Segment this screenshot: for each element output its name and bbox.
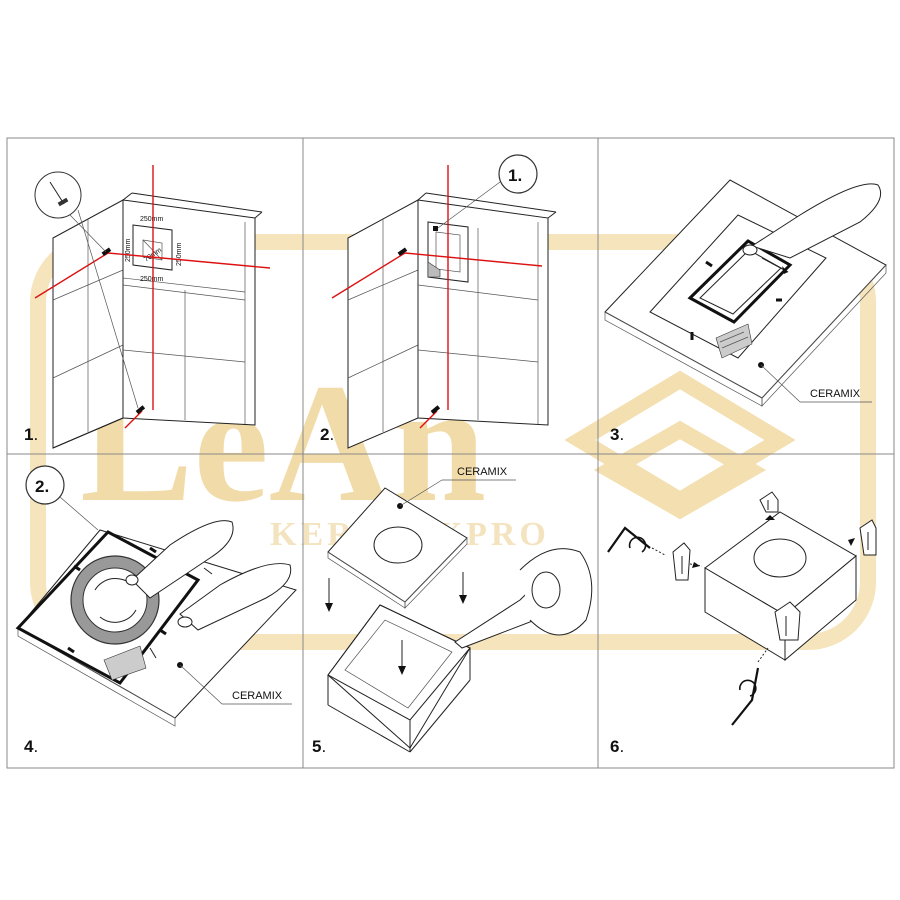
hex-key-icon-bottom bbox=[731, 667, 760, 726]
step-5-number: 5 bbox=[312, 737, 321, 756]
corner-bracket-top bbox=[759, 491, 779, 513]
material-callout-5: CERAMIX bbox=[457, 466, 508, 478]
dim-right-label: 250mm bbox=[176, 242, 183, 266]
svg-text:4.: 4. bbox=[24, 737, 38, 756]
step-6-suffix: . bbox=[619, 737, 624, 756]
svg-text:3.: 3. bbox=[610, 425, 624, 444]
plate-hole bbox=[373, 526, 423, 564]
dim-top-label: 250mm bbox=[140, 216, 164, 223]
box-hole bbox=[753, 538, 807, 578]
panel-step-6: 6. bbox=[607, 491, 877, 756]
svg-text:5.: 5. bbox=[312, 737, 326, 756]
svg-text:6.: 6. bbox=[610, 737, 624, 756]
step-2-suffix: . bbox=[329, 425, 334, 444]
cutter-tool-icon bbox=[742, 183, 882, 259]
watermark-logo-icon bbox=[564, 370, 796, 520]
step-2-number: 2 bbox=[320, 425, 329, 444]
step-4-suffix: . bbox=[33, 737, 38, 756]
step-1-suffix: . bbox=[33, 425, 38, 444]
panel-step-3: CERAMIX 3. bbox=[604, 179, 887, 444]
dim-left-label: 250mm bbox=[125, 238, 132, 262]
step-reference-badge-4 bbox=[25, 465, 65, 505]
dim-bottom-label: 250mm bbox=[140, 276, 164, 283]
step-3-number: 3 bbox=[610, 425, 619, 444]
corner-bracket-front bbox=[774, 601, 801, 641]
loose-bracket bbox=[672, 542, 691, 581]
step-5-suffix: . bbox=[321, 737, 326, 756]
step-reference-badge-4-text: 2. bbox=[35, 477, 49, 496]
panel-step-1: 250mm 250mm 250mm 250mm 70mm 1. bbox=[24, 165, 271, 449]
material-callout-3: CERAMIX bbox=[810, 388, 861, 400]
panel-grid bbox=[6, 137, 895, 769]
svg-text:1.: 1. bbox=[24, 425, 38, 444]
svg-text:2.: 2. bbox=[320, 425, 334, 444]
step-reference-badge-text: 1. bbox=[508, 166, 522, 185]
step-1-number: 1 bbox=[24, 425, 33, 444]
hex-key-icon-left bbox=[607, 526, 651, 553]
corner-bracket-right bbox=[859, 519, 877, 556]
panel-step-4: 2. CERAMIX 4. bbox=[15, 465, 297, 756]
panel-step-2: 1. 2. bbox=[320, 154, 557, 449]
material-callout-4: CERAMIX bbox=[232, 690, 283, 702]
step-reference-badge bbox=[498, 154, 538, 194]
step-3-suffix: . bbox=[619, 425, 624, 444]
panel-step-5: CERAMIX 5. bbox=[312, 466, 593, 756]
step-4-number: 4 bbox=[24, 737, 34, 756]
step-6-number: 6 bbox=[610, 737, 619, 756]
